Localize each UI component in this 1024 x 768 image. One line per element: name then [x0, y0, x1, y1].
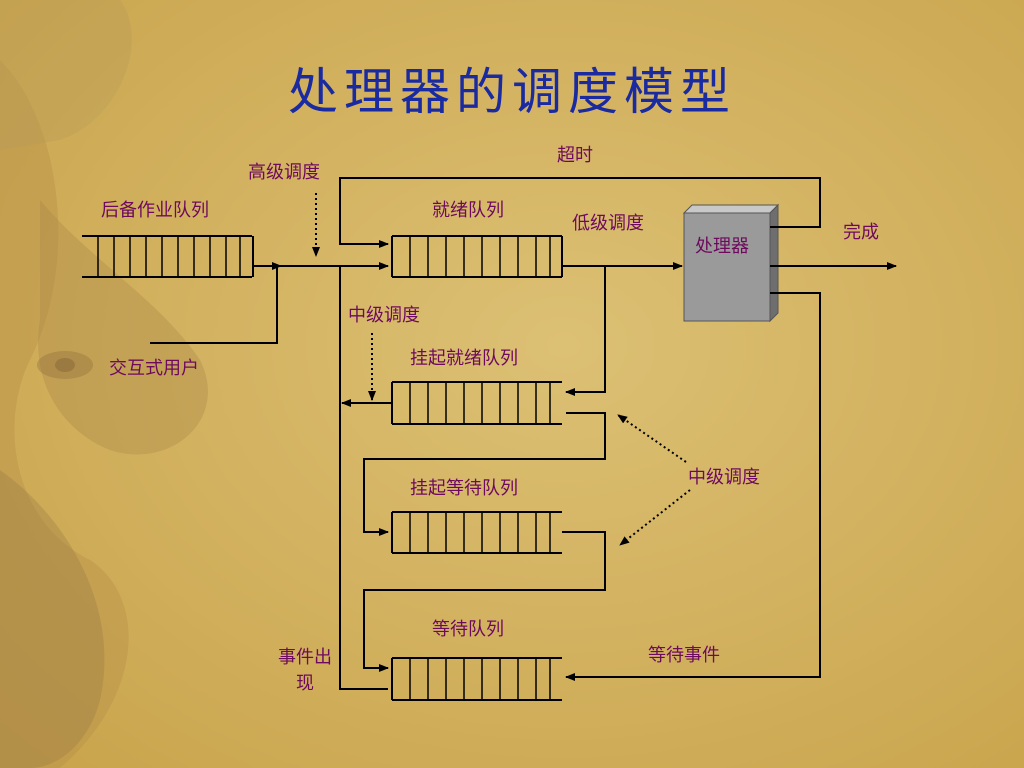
low-level-scheduling-label: 低级调度 [572, 213, 644, 234]
suspended-ready-queue [391, 381, 562, 425]
complete-label: 完成 [843, 222, 879, 243]
page-title: 处理器的调度模型 [288, 63, 736, 121]
suspended-ready-queue-label: 挂起就绪队列 [410, 348, 518, 369]
mid-level-scheduling-label-right: 中级调度 [688, 467, 760, 488]
high-level-scheduling-label: 高级调度 [248, 162, 320, 183]
suspended-wait-queue-label: 挂起等待队列 [410, 478, 518, 499]
backup-job-queue-label: 后备作业队列 [101, 200, 209, 221]
ready-queue [391, 235, 563, 278]
wait-queue [391, 657, 562, 701]
dotted-arrows [312, 193, 691, 546]
flow-lines [150, 177, 897, 690]
timeout-label: 超时 [557, 145, 593, 166]
wait-event-label: 等待事件 [648, 645, 720, 666]
mid-level-scheduling-label-top: 中级调度 [348, 305, 420, 326]
wait-queue-label: 等待队列 [432, 619, 504, 640]
suspended-wait-queue [391, 511, 562, 554]
processor-label: 处理器 [695, 236, 749, 257]
interactive-user-label: 交互式用户 [109, 358, 199, 379]
backup-job-queue [82, 235, 254, 278]
processor-box [682, 203, 780, 323]
event-occurs-label: 事件出现 [278, 647, 332, 694]
ready-queue-label: 就绪队列 [432, 200, 504, 221]
